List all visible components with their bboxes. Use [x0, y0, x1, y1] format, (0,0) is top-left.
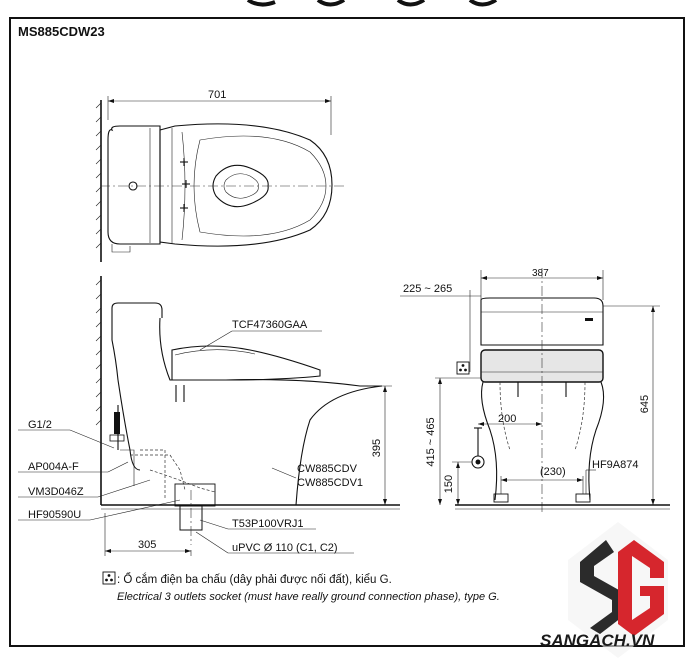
outlet-icon — [102, 571, 116, 585]
dim-tank-width: 387 — [532, 268, 549, 279]
top-view: 701 — [95, 89, 345, 262]
dim-supply-height: 415 ~ 465 — [425, 417, 437, 466]
label-angle-valve: AP004A-F — [28, 461, 79, 473]
label-bolt: HF9A874 — [592, 459, 638, 471]
dim-top-length: 701 — [208, 89, 226, 101]
label-bowl-2: CW885CDV1 — [297, 477, 363, 489]
model-title: MS885CDW23 — [18, 24, 105, 39]
dim-side-offset: 225 ~ 265 — [403, 283, 452, 295]
header-logo-fragment — [246, 0, 498, 7]
brand-logo: SANGACH.VN — [540, 522, 668, 658]
dim-bowl-height: 395 — [371, 439, 383, 457]
note: : Ổ cắm điện ba chấu (dây phải được nối … — [102, 571, 500, 603]
label-bowl-1: CW885CDV — [297, 463, 358, 475]
logo-s-shape — [580, 540, 626, 634]
label-flange: HF90590U — [28, 509, 81, 521]
logo-g-shape — [618, 540, 664, 636]
dim-total-height: 645 — [639, 395, 651, 413]
dim-rough-in: 305 — [138, 539, 156, 551]
label-seat: TCF47360GAA — [232, 319, 308, 331]
note-english: Electrical 3 outlets socket (must have r… — [117, 591, 500, 603]
label-valve: G1/2 — [28, 419, 52, 431]
front-view: 387 225 ~ 265 200 — [400, 268, 670, 512]
dim-floor-height: 150 — [443, 475, 455, 493]
label-hose: VM3D046Z — [28, 486, 84, 498]
dim-supply-offset: 200 — [498, 413, 516, 425]
dim-foot-spacing: (230) — [540, 466, 566, 478]
label-pipe: uPVC Ø 110 (C1, C2) — [232, 542, 338, 554]
outlet-icon-marker — [456, 361, 470, 375]
side-view: 395 305 TCF47360GAA G1/2 AP004A-F VM3D04… — [18, 276, 400, 556]
label-adapter: T53P100VRJ1 — [232, 518, 304, 530]
note-vietnamese: : Ổ cắm điện ba chấu (dây phải được nối … — [117, 573, 392, 586]
drawing-frame — [9, 17, 685, 647]
brand-name: SANGACH.VN — [540, 631, 655, 650]
